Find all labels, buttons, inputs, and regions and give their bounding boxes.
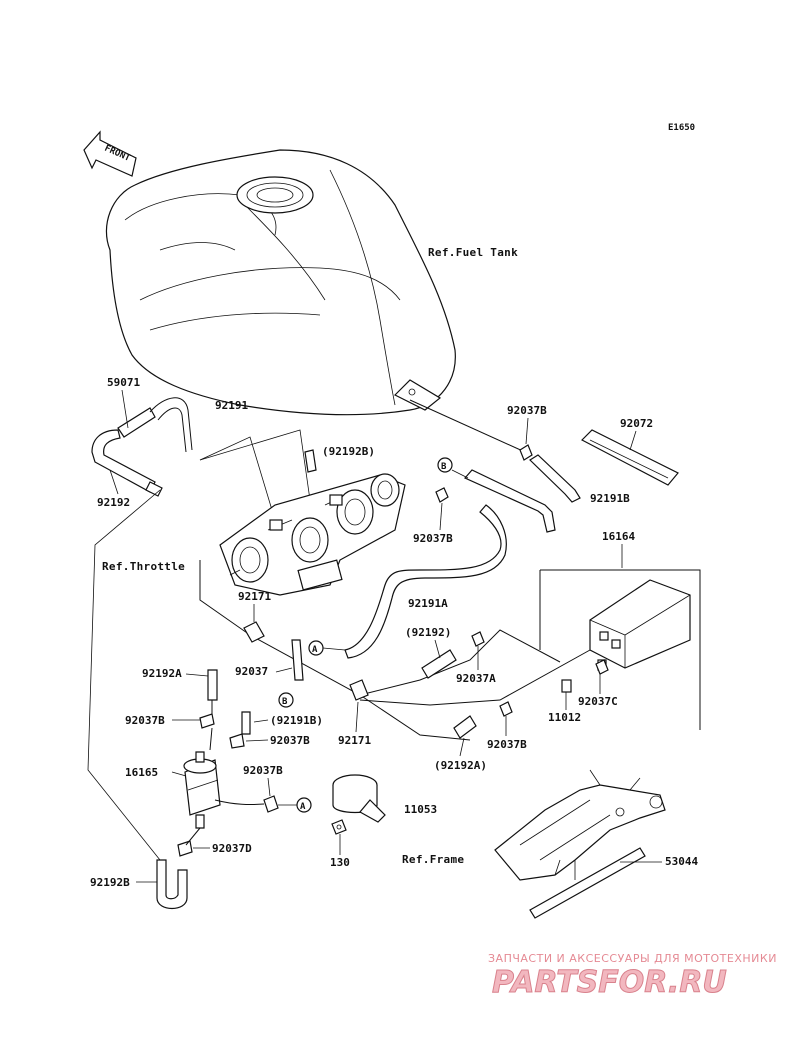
label-11012: 11012	[548, 711, 581, 724]
hose-92192b	[304, 449, 317, 473]
hose-92192b	[156, 859, 188, 910]
label-59071: 59071	[107, 376, 140, 389]
clip-92037b-b2	[229, 733, 245, 749]
label-92037b-left: 92037B	[125, 714, 165, 727]
label-92191a: 92191A	[408, 597, 448, 610]
callout-a-lower: A	[296, 797, 312, 813]
label-130: 130	[330, 856, 350, 869]
clip-92037a	[471, 631, 485, 647]
clip-92037b-lower	[263, 795, 279, 813]
hose-92191b	[464, 469, 556, 533]
label-92191: 92191	[215, 399, 248, 412]
svg-text:A: A	[312, 645, 318, 655]
clip-92037b-right	[499, 701, 513, 717]
bolt-130	[331, 819, 347, 835]
breather-hose-assembly	[91, 397, 193, 497]
callout-b-top: B	[437, 457, 453, 473]
strap-92072	[580, 429, 679, 486]
hose-92191b-paren	[241, 711, 251, 735]
label-92171-bot: 92171	[338, 734, 371, 747]
ref-throttle: Ref.Throttle	[102, 560, 185, 573]
clamp-92171-top	[243, 621, 265, 643]
label-53044: 53044	[665, 855, 698, 868]
label-92037b-right: 92037B	[487, 738, 527, 751]
svg-text:B: B	[441, 462, 447, 472]
label-92037c: 92037C	[578, 695, 618, 708]
label-92037: 92037	[235, 665, 268, 678]
label-92171-top: 92171	[238, 590, 271, 603]
hose-92192a-paren	[453, 715, 477, 739]
callout-a-mid: A	[308, 640, 324, 656]
label-16165: 16165	[125, 766, 158, 779]
hose-92191a	[344, 504, 507, 659]
watermark-brand: PARTSFOR.RU	[492, 965, 727, 1000]
fuel-filter-16165	[183, 751, 221, 829]
label-92037b-top: 92037B	[507, 404, 547, 417]
callout-b-lower: B	[278, 692, 294, 708]
clip-92037d	[177, 840, 193, 857]
label-92192a: 92192A	[142, 667, 182, 680]
label-92037d: 92037D	[212, 842, 252, 855]
label-92192: 92192	[97, 496, 130, 509]
label-92192a-paren: (92192A)	[434, 759, 487, 772]
label-92191b: 92191B	[590, 492, 630, 505]
cap-11012	[561, 679, 572, 693]
clip-92037b-top	[519, 444, 533, 461]
label-92037b-lower: 92037B	[243, 764, 283, 777]
label-92191b-paren: (92191B)	[270, 714, 323, 727]
label-16164: 16164	[602, 530, 635, 543]
hose-92192	[421, 649, 457, 679]
fuel-tank	[105, 149, 456, 416]
front-arrow-icon: FRONT	[83, 130, 137, 177]
label-92037b-mid: 92037B	[413, 532, 453, 545]
label-92192b: 92192B	[90, 876, 130, 889]
clamp-92171-bot	[349, 679, 369, 701]
label-92037a: 92037A	[456, 672, 496, 685]
svg-text:A: A	[300, 802, 306, 812]
watermark-tagline: ЗАПЧАСТИ И АКСЕССУАРЫ ДЛЯ МОТОТЕХНИКИ	[488, 952, 777, 965]
hose-92192a	[207, 669, 218, 701]
label-92192b-paren: (92192B)	[322, 445, 375, 458]
svg-text:B: B	[282, 697, 288, 707]
bracket-11053	[332, 774, 386, 823]
diagram-code: E1650	[668, 123, 695, 133]
label-92037b-b2: 92037B	[270, 734, 310, 747]
ref-frame: Ref.Frame	[402, 853, 464, 866]
clip-92037b-mid	[435, 487, 449, 503]
clip-92037c	[595, 659, 609, 675]
clip-92037b-left	[199, 713, 215, 729]
canister-16164	[539, 569, 701, 730]
throttle-bodies	[219, 473, 406, 596]
label-11053: 11053	[404, 803, 437, 816]
trim-53044	[529, 847, 646, 919]
label-92192-paren: (92192)	[405, 626, 451, 639]
frame-section	[494, 769, 666, 881]
bracket-92037	[291, 639, 304, 681]
label-92072: 92072	[620, 417, 653, 430]
ref-fuel-tank: Ref.Fuel Tank	[428, 246, 518, 259]
